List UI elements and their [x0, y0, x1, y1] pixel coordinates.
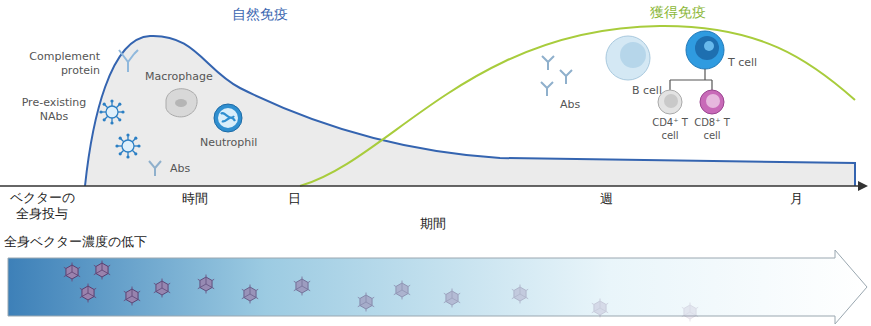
vector-particle: [124, 287, 140, 306]
cell-label: Neutrophil: [200, 136, 257, 150]
cell-label: Abs: [170, 162, 190, 176]
innate-area: [85, 36, 855, 186]
t-cell-icon: [686, 31, 724, 69]
section-title: 自然免疫: [232, 6, 288, 24]
vector-particle: [682, 303, 698, 322]
vector-particle: [198, 275, 214, 294]
axis-title: 期間: [420, 216, 446, 232]
cell-label: B cell: [632, 84, 662, 98]
vector-particle: [592, 299, 608, 318]
vector-particle: [80, 284, 96, 303]
vector-particle: [294, 277, 310, 296]
arrow-label: 全身ベクター濃度の低下: [4, 234, 147, 250]
axis-label: ベクターの 全身投与: [4, 190, 80, 223]
cell-label: Macrophage: [145, 70, 213, 84]
vector-particle: [242, 285, 258, 304]
axis-label: 週: [600, 191, 613, 207]
cell-label: Pre-existing NAbs: [18, 96, 90, 124]
adaptive-curve: [300, 26, 855, 186]
axis-label: 時間: [182, 191, 208, 207]
vector-particle: [64, 263, 80, 282]
cell-label: CD4⁺ T cell: [648, 117, 692, 142]
vector-particle: [94, 261, 110, 280]
nab-virus: [99, 99, 124, 124]
axis-label: 日: [288, 191, 301, 207]
complement-icon: [119, 50, 138, 72]
vector-particle: [358, 293, 374, 312]
cd8-cell-icon: [700, 90, 724, 114]
antibody-icon: [149, 161, 161, 176]
macrophage-icon: [166, 89, 197, 117]
vector-particles: [64, 261, 698, 322]
neutrophil-icon: [214, 104, 242, 132]
section-title: 獲得免疫: [650, 4, 706, 22]
vector-particle: [512, 285, 528, 304]
nab-virus: [115, 133, 140, 158]
vector-particle: [154, 279, 170, 298]
bracket: [670, 69, 712, 90]
concentration-arrow: [8, 250, 867, 324]
axis-label: 月: [790, 191, 803, 207]
cell-label: CD8⁺ T cell: [690, 117, 734, 142]
vector-particle: [394, 281, 410, 300]
axis-arrowhead: [858, 181, 868, 191]
b-cell-icon: [606, 36, 650, 80]
vector-particle: [444, 289, 460, 308]
antibody-icon: [541, 56, 572, 96]
nab-icons: [99, 99, 140, 158]
time-axis: [0, 185, 858, 187]
cell-label: T cell: [728, 56, 757, 70]
innate-curve: [85, 36, 855, 186]
cell-label: Complement protein: [26, 50, 100, 78]
cell-label: Abs: [560, 98, 580, 112]
